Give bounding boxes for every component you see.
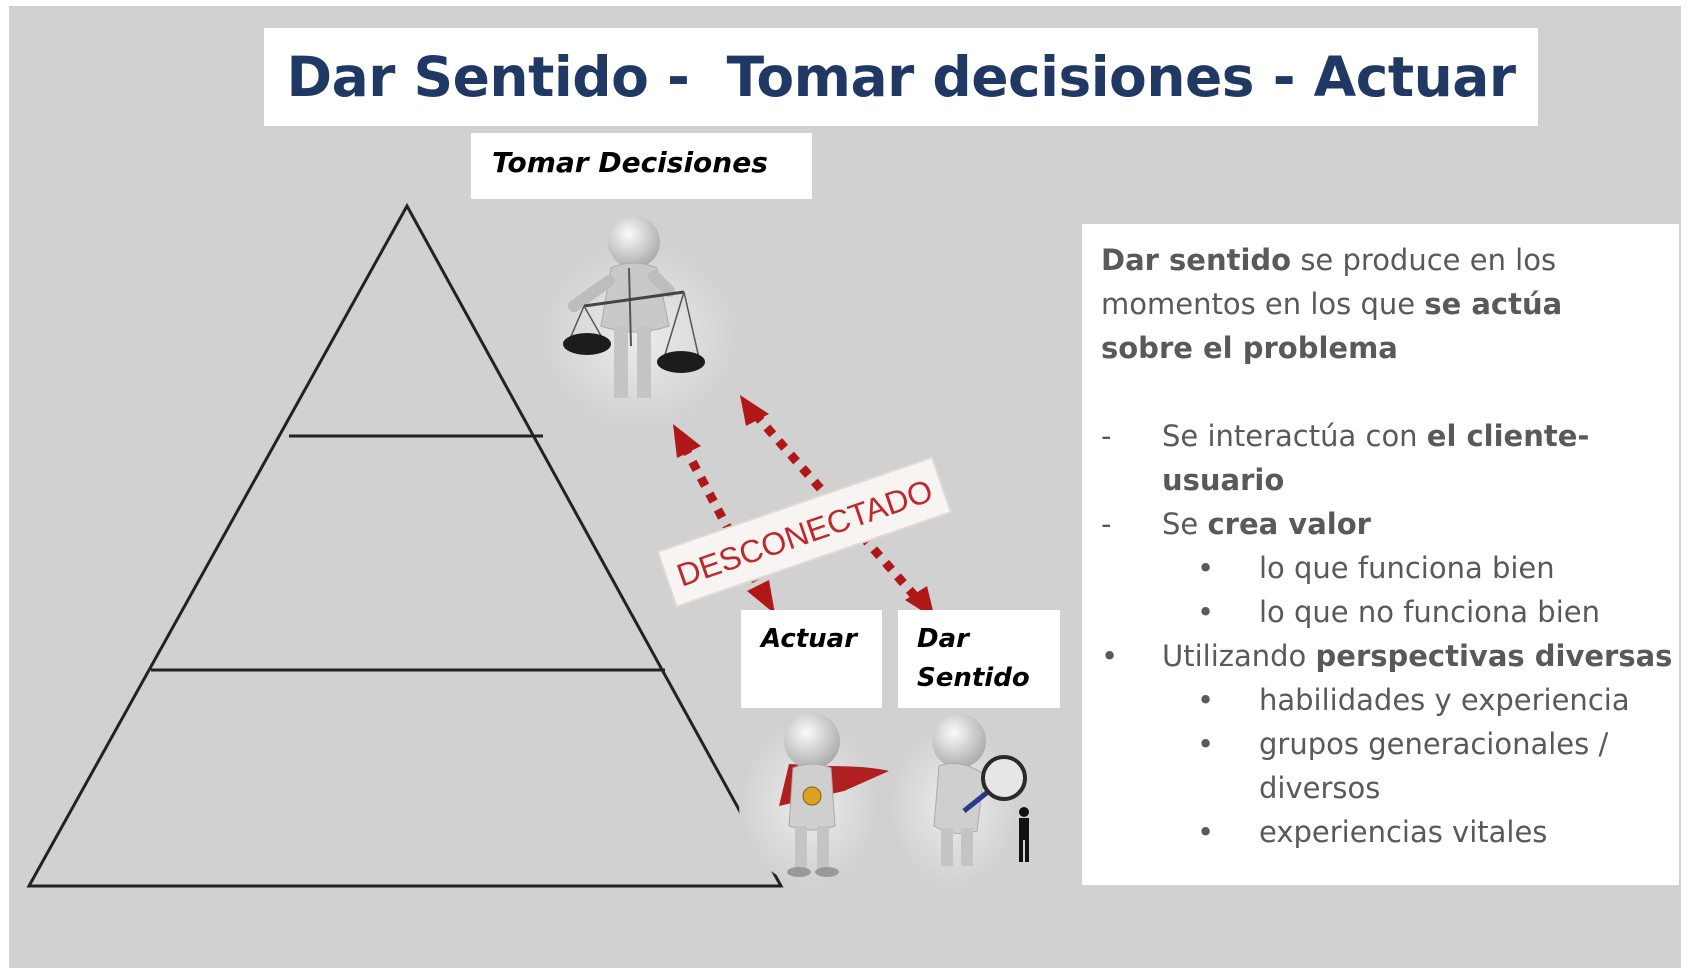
label-tomar-text: Tomar Decisiones	[492, 146, 768, 179]
list-item: - Se interactúa con el cliente-	[1101, 414, 1679, 458]
intro-line-1: Dar sentido se produce en los	[1101, 238, 1679, 282]
label-dar-sentido: Dar Sentido	[898, 610, 1060, 708]
intro-bold: Dar sentido	[1101, 243, 1292, 277]
list-item: • Utilizando perspectivas diversas	[1101, 634, 1679, 678]
dash-marker: -	[1101, 419, 1112, 453]
sub-list-item-text: lo que funciona bien	[1259, 551, 1555, 585]
arrows	[680, 411, 924, 605]
sub-list-item: • grupos generacionales /	[1101, 722, 1679, 766]
list-item-continued: usuario	[1101, 458, 1679, 502]
sub-list-item-text: lo que no funciona bien	[1259, 595, 1600, 629]
sub-list-item: • experiencias vitales	[1101, 810, 1679, 854]
label-actuar-text: Actuar	[761, 624, 858, 654]
page-title: Dar Sentido - Tomar decisiones - Actuar	[286, 45, 1516, 109]
list-item-text: Se interactúa con	[1162, 419, 1427, 453]
sub-list-item-text: diversos	[1259, 771, 1381, 805]
intro-text: se produce en los	[1291, 243, 1557, 277]
slide-graphics: DESCONECTADO	[26, 202, 1029, 888]
pyramid	[26, 202, 784, 888]
sub-list-item: • lo que no funciona bien	[1101, 590, 1679, 634]
list-item: - Se crea valor	[1101, 502, 1679, 546]
list-item-bold: usuario	[1162, 463, 1285, 497]
text-panel: Dar sentido se produce en los momentos e…	[1082, 224, 1679, 885]
sub-list-item-continued: diversos	[1101, 766, 1679, 810]
sub-list-item-text: experiencias vitales	[1259, 815, 1548, 849]
sub-list-item-text: habilidades y experiencia	[1259, 683, 1630, 717]
scales-figure-icon	[539, 216, 739, 426]
bullet-marker: •	[1197, 595, 1215, 629]
spacer	[1101, 370, 1679, 414]
bullet-marker: •	[1197, 551, 1215, 585]
list-item-bold: crea valor	[1207, 507, 1371, 541]
intro-text: momentos en los que	[1101, 287, 1425, 321]
sub-list-item: • habilidades y experiencia	[1101, 678, 1679, 722]
label-tomar-decisiones: Tomar Decisiones	[471, 133, 812, 199]
title-box: Dar Sentido - Tomar decisiones - Actuar	[264, 28, 1538, 126]
sub-list-item: • lo que funciona bien	[1101, 546, 1679, 590]
list-item-text: Se	[1162, 507, 1208, 541]
list-item-bold: perspectivas diversas	[1315, 639, 1673, 673]
label-actuar: Actuar	[741, 610, 882, 708]
intro-bold: sobre el problema	[1101, 331, 1398, 365]
magnifier-figure-icon	[889, 714, 1029, 886]
bullet-marker: •	[1197, 815, 1215, 849]
bullet-marker: •	[1197, 727, 1215, 761]
superhero-figure-icon	[739, 713, 889, 884]
slide: DESCONECTADO Dar Sentido - Tomar decisio…	[9, 6, 1681, 968]
label-dar-line2: Sentido	[917, 663, 1030, 693]
dash-marker: -	[1101, 507, 1112, 541]
intro-bold: se actúa	[1424, 287, 1563, 321]
sub-list-item-text: grupos generacionales /	[1259, 727, 1609, 761]
bullet-marker: •	[1197, 683, 1215, 717]
intro-line-2: momentos en los que se actúa	[1101, 282, 1679, 326]
list-item-bold: el cliente-	[1426, 419, 1590, 453]
intro-line-3: sobre el problema	[1101, 326, 1679, 370]
list-item-text: Utilizando	[1162, 639, 1316, 673]
bullet-marker: •	[1101, 639, 1119, 673]
label-dar-line1: Dar	[917, 624, 969, 654]
